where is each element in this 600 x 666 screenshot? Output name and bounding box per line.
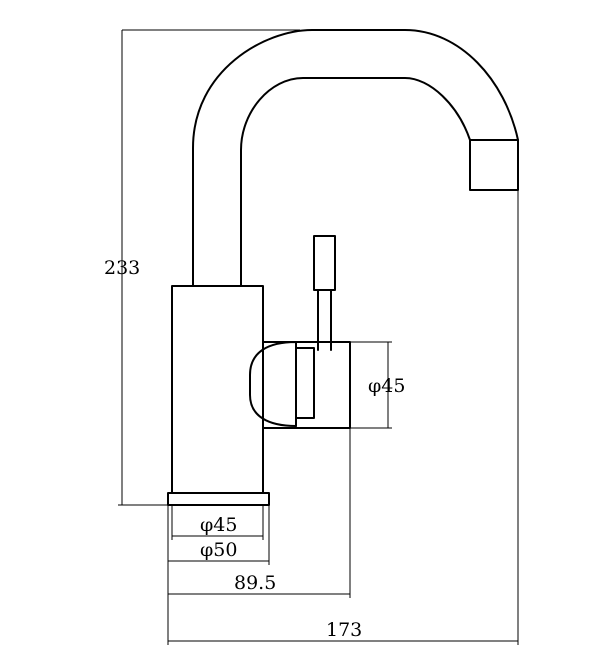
dim-handle-diameter: φ45: [368, 375, 405, 397]
dim-overall-reach: 173: [326, 619, 362, 641]
faucet-outline: [167, 29, 519, 506]
body-cylinder: [171, 285, 264, 494]
dimension-lines: [118, 29, 519, 645]
dim-handle-offset: 89.5: [234, 572, 276, 594]
dim-base-inner-diameter: φ45: [200, 514, 237, 536]
dimension-labels: 233 φ45 φ45 φ50 89.5 173: [104, 257, 405, 641]
base-ring: [167, 492, 270, 506]
lever-rod: [317, 289, 332, 351]
spout-inner-edge: [240, 77, 471, 287]
handle-hub: [295, 347, 315, 419]
spout-outlet: [469, 139, 519, 191]
cartridge-housing: [262, 341, 351, 429]
dim-height-233: 233: [104, 257, 140, 279]
spout-outer-edge: [192, 29, 519, 287]
lever-tip: [313, 235, 336, 291]
dim-base-outer-diameter: φ50: [200, 539, 237, 561]
handle-knob: [249, 341, 297, 427]
